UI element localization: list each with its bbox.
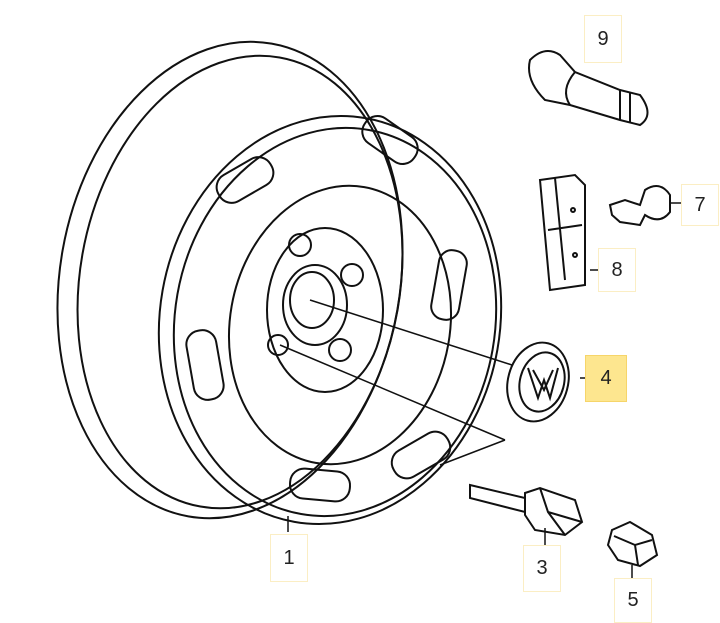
callout-4-highlighted[interactable]: 4 xyxy=(585,355,627,402)
callout-8[interactable]: 8 xyxy=(598,248,636,292)
balance-weight-part xyxy=(538,173,586,292)
callout-3[interactable]: 3 xyxy=(523,545,561,592)
nut-part xyxy=(606,520,659,568)
wheel-hub xyxy=(266,227,384,393)
bolt-part xyxy=(469,483,584,537)
clip-part xyxy=(608,185,671,227)
hub-cap-part xyxy=(506,341,570,423)
callout-7[interactable]: 7 xyxy=(681,184,719,226)
wheel-rim xyxy=(56,40,503,526)
callout-1[interactable]: 1 xyxy=(270,534,308,582)
callout-5[interactable]: 5 xyxy=(614,578,652,623)
valve-stem-part xyxy=(528,50,649,127)
callout-9[interactable]: 9 xyxy=(584,15,622,63)
